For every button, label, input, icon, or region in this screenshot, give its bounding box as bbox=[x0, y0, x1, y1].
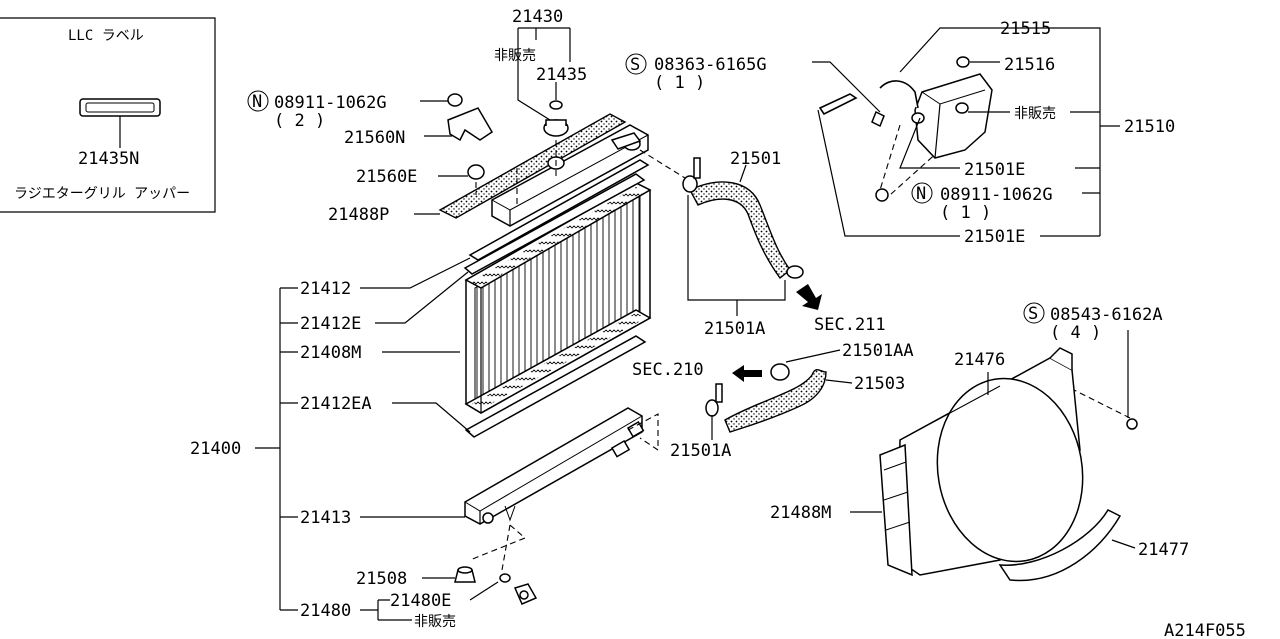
symbol-S-1: S bbox=[625, 53, 647, 75]
label-08911-1062G-a: 08911-1062G bbox=[274, 93, 387, 113]
label-not-for-sale-3: 非販売 bbox=[1014, 106, 1056, 122]
svg-text:S: S bbox=[630, 55, 640, 75]
label-21412: 21412 bbox=[300, 279, 351, 299]
label-21508: 21508 bbox=[356, 569, 407, 589]
part-labels: 21430 非販売 21435 08911-1062G ( 2 ) 21560N… bbox=[190, 7, 1246, 639]
inset-caption: ラジエターグリル アッパー bbox=[14, 186, 190, 202]
label-21488M: 21488M bbox=[770, 503, 831, 523]
label-21476: 21476 bbox=[954, 350, 1005, 370]
label-21488P: 21488P bbox=[328, 205, 389, 225]
upper-hose-21501 bbox=[682, 157, 804, 280]
label-21400: 21400 bbox=[190, 439, 241, 459]
label-21516: 21516 bbox=[1004, 55, 1055, 75]
label-qty-1-a: ( 1 ) bbox=[654, 73, 705, 93]
label-21510: 21510 bbox=[1124, 117, 1175, 137]
inset-part-number: 21435N bbox=[78, 149, 139, 169]
label-21501A-upper: 21501A bbox=[704, 319, 765, 339]
label-21435: 21435 bbox=[536, 65, 587, 85]
label-08911-1062G-b: 08911-1062G bbox=[940, 185, 1053, 205]
reservoir-tank-21510 bbox=[818, 56, 993, 202]
label-21560N: 21560N bbox=[344, 128, 405, 148]
upper-tank bbox=[491, 124, 649, 227]
label-sec210: SEC.210 bbox=[632, 360, 704, 380]
symbol-N-1: N bbox=[247, 90, 269, 112]
label-21412E: 21412E bbox=[300, 314, 361, 334]
radiator-cap-21430 bbox=[543, 100, 569, 170]
label-21501A-lower: 21501A bbox=[670, 441, 731, 461]
label-21430: 21430 bbox=[512, 7, 563, 27]
label-not-for-sale-1: 非販売 bbox=[494, 48, 536, 64]
symbol-N-2: N bbox=[911, 182, 933, 204]
svg-text:N: N bbox=[252, 92, 262, 112]
inset-title: LLC ラベル bbox=[68, 28, 144, 44]
seal-21412EA bbox=[464, 335, 647, 438]
label-21501E-1: 21501E bbox=[964, 160, 1025, 180]
label-21408M: 21408M bbox=[300, 343, 361, 363]
grille-21488P bbox=[438, 113, 627, 219]
label-21412EA: 21412EA bbox=[300, 394, 372, 414]
label-21480E: 21480E bbox=[390, 591, 451, 611]
fan-shroud-21476 bbox=[879, 347, 1138, 577]
label-08543-6162A: 08543-6162A bbox=[1050, 305, 1163, 325]
label-21501AA: 21501AA bbox=[842, 341, 914, 361]
llc-label-part bbox=[79, 98, 161, 117]
label-21501: 21501 bbox=[730, 149, 781, 169]
label-qty-1-b: ( 1 ) bbox=[940, 203, 991, 223]
lower-tank-21413 bbox=[464, 407, 645, 525]
label-21560E: 21560E bbox=[356, 167, 417, 187]
label-21503: 21503 bbox=[854, 374, 905, 394]
svg-text:S: S bbox=[1028, 304, 1038, 324]
mount-bracket-21560N bbox=[447, 93, 494, 180]
label-21413: 21413 bbox=[300, 508, 351, 528]
leader-lines bbox=[255, 27, 1136, 621]
arrow-sec210 bbox=[732, 365, 762, 382]
label-21501E-2: 21501E bbox=[964, 227, 1025, 247]
label-not-for-sale-2: 非販売 bbox=[414, 614, 456, 630]
label-21477: 21477 bbox=[1138, 540, 1189, 560]
inset-box: LLC ラベル 21435N ラジエターグリル アッパー bbox=[0, 17, 216, 213]
seal-21412E bbox=[463, 173, 646, 275]
figure-code: A214F055 bbox=[1164, 621, 1246, 639]
label-21480: 21480 bbox=[300, 601, 351, 621]
label-qty-4: ( 4 ) bbox=[1050, 323, 1101, 343]
label-08363-6165G: 08363-6165G bbox=[654, 55, 767, 75]
drain-cock-21508 bbox=[454, 566, 538, 605]
arrow-sec211 bbox=[796, 284, 822, 310]
radiator-core bbox=[464, 182, 652, 414]
label-21515: 21515 bbox=[1000, 19, 1051, 39]
label-qty-2: ( 2 ) bbox=[274, 111, 325, 131]
label-sec211: SEC.211 bbox=[814, 315, 886, 335]
symbol-S-2: S bbox=[1023, 302, 1045, 324]
lower-hose-21503 bbox=[705, 363, 827, 433]
seal-21412 bbox=[468, 159, 650, 261]
lower-shroud-21477 bbox=[998, 509, 1122, 582]
svg-text:N: N bbox=[916, 184, 926, 204]
